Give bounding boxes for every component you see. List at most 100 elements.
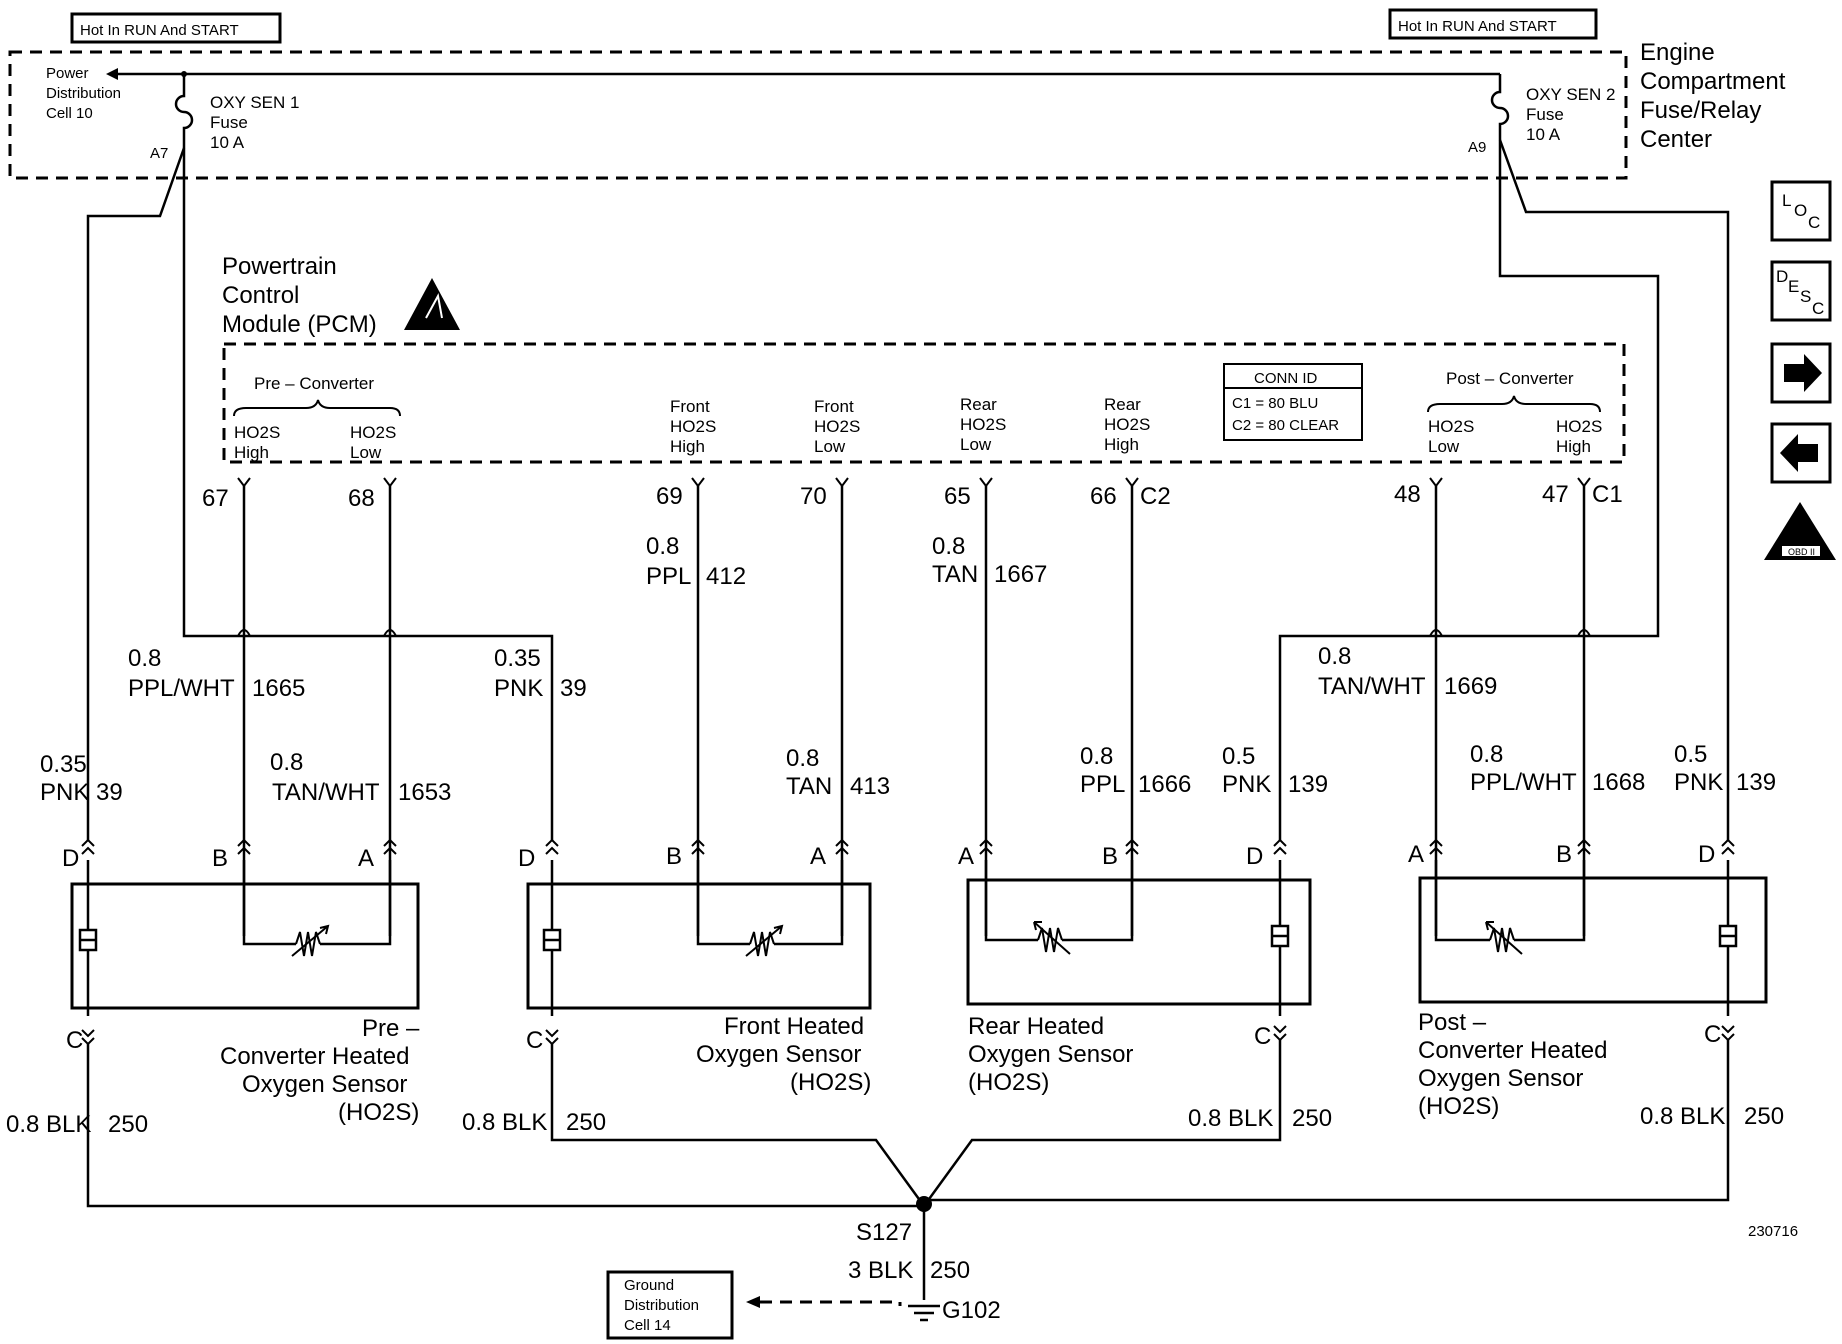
wire-1667-gauge: 0.8: [932, 533, 965, 560]
pre-ho2s-low-1: HO2S: [350, 423, 396, 442]
s2-pin-c: C: [526, 1027, 543, 1054]
hot-run-start-right-box: [1388, 8, 1598, 40]
wire-pnk-39-a: [86, 147, 186, 840]
fuse-center-label-4: Center: [1640, 126, 1712, 153]
rear-low-1: Rear: [960, 395, 997, 414]
front-high-2: HO2S: [670, 417, 716, 436]
wire-1666-color: PPL: [1080, 771, 1125, 798]
gnd1-circuit: 250: [108, 1111, 148, 1138]
main-ground-circuit: 250: [930, 1257, 970, 1284]
ground-dist-1: Ground: [624, 1277, 674, 1294]
pcm-label-1: Powertrain: [222, 253, 337, 280]
s4-name-3: Oxygen Sensor: [1418, 1065, 1583, 1092]
ground-wire-2: [550, 1044, 926, 1207]
wire-1653-circuit: 1653: [398, 779, 451, 806]
post-ho2s-low-2: Low: [1428, 437, 1460, 456]
pin-70: 70: [800, 483, 827, 510]
wire-412-gauge: 0.8: [646, 533, 679, 560]
wire-1668-gauge: 0.8: [1470, 741, 1503, 768]
wire-413-color: TAN: [786, 773, 832, 800]
sensor-front-heated: [526, 838, 872, 1046]
obd-ii-button[interactable]: OBD II: [1764, 502, 1836, 560]
location-button[interactable]: L O C: [1770, 180, 1832, 242]
connector-c2: C2: [1140, 483, 1171, 510]
wire-1669-circuit: 1669: [1444, 673, 1497, 700]
fuse-2-symbol: [1490, 74, 1510, 140]
wire-1669-gauge: 0.8: [1318, 643, 1351, 670]
fuse-2-type: Fuse: [1526, 105, 1564, 124]
rear-low-2: HO2S: [960, 415, 1006, 434]
s1-name-4: (HO2S): [338, 1099, 419, 1126]
wire-1653-color: TAN/WHT: [272, 779, 380, 806]
ground-wire-4: [924, 1040, 1730, 1202]
pre-ho2s-low-2: Low: [350, 443, 382, 462]
fuse-1-name: OXY SEN 1: [210, 93, 299, 112]
ground-dist-link: [760, 1300, 902, 1306]
ground-dist-2: Distribution: [624, 1297, 699, 1314]
fuse-2-rating: 10 A: [1526, 125, 1561, 144]
front-low-2: HO2S: [814, 417, 860, 436]
front-low-1: Front: [814, 397, 854, 416]
s4-pin-b: B: [1556, 841, 1572, 868]
gnd1-label: 0.8 BLK: [6, 1111, 91, 1138]
wire-39a-color: PNK: [40, 779, 89, 806]
front-low-3: Low: [814, 437, 846, 456]
post-ho2s-low-1: HO2S: [1428, 417, 1474, 436]
fuse-center-label-1: Engine: [1640, 39, 1715, 66]
gnd4-label: 0.8 BLK: [1640, 1103, 1725, 1130]
conn-id-c1: C1 = 80 BLU: [1232, 395, 1318, 412]
pin-48: 48: [1394, 481, 1421, 508]
ground-dist-arrow-icon: [746, 1296, 760, 1308]
pcm-outline: [222, 342, 1626, 464]
description-button[interactable]: D E S C: [1770, 260, 1832, 322]
conn-id-c2: C2 = 80 CLEAR: [1232, 417, 1339, 434]
rear-low-3: Low: [960, 435, 992, 454]
pin-66: 66: [1090, 483, 1117, 510]
esd-warning-icon: [404, 278, 460, 330]
s3-pin-a: A: [958, 843, 974, 870]
main-ground-label: 3 BLK: [848, 1257, 913, 1284]
s1-pin-b: B: [212, 845, 228, 872]
wire-1653-gauge: 0.8: [270, 749, 303, 776]
s2-pin-a: A: [810, 843, 826, 870]
gnd2-circuit: 250: [566, 1109, 606, 1136]
wire-pnk-139-a: [1278, 140, 1660, 840]
ground-symbol-icon: [908, 1304, 940, 1322]
fuse-1-terminal: A7: [150, 145, 168, 162]
pcm-label-3: Module (PCM): [222, 311, 377, 338]
fuse-2-terminal: A9: [1468, 139, 1486, 156]
pin-69: 69: [656, 483, 683, 510]
s2-pin-b: B: [666, 843, 682, 870]
wire-1668-color: PPL/WHT: [1470, 769, 1577, 796]
ground-g102: G102: [942, 1297, 1001, 1324]
hot-run-start-left: Hot In RUN And START: [80, 22, 239, 39]
s4-pin-d: D: [1698, 841, 1715, 868]
fuse-center-label-2: Compartment: [1640, 68, 1786, 95]
next-page-button[interactable]: [1770, 342, 1832, 404]
front-high-1: Front: [670, 397, 710, 416]
power-dist-label-2: Distribution: [46, 85, 121, 102]
pre-ho2s-high-2: High: [234, 443, 269, 462]
desc-d: D: [1776, 267, 1788, 286]
previous-page-button[interactable]: [1770, 422, 1832, 484]
hot-run-start-left-box: [70, 12, 282, 44]
wire-39b-circuit: 39: [560, 675, 587, 702]
s3-pin-d: D: [1246, 843, 1263, 870]
wire-1665-circuit: 1665: [252, 675, 305, 702]
gnd4-circuit: 250: [1744, 1103, 1784, 1130]
pin-47: 47: [1542, 481, 1569, 508]
wire-412-circuit: 412: [706, 563, 746, 590]
rear-high-2: HO2S: [1104, 415, 1150, 434]
loc-o: O: [1794, 201, 1807, 220]
wire-1667-color: TAN: [932, 561, 978, 588]
fuse-relay-center-outline: [8, 50, 1628, 180]
s2-name-3: (HO2S): [790, 1069, 871, 1096]
wire-1665-gauge: 0.8: [128, 645, 161, 672]
wire-pnk-39-b: [182, 148, 554, 840]
desc-c: C: [1812, 299, 1824, 318]
ground-dist-3: Cell 14: [624, 1317, 671, 1334]
s4-name-1: Post –: [1418, 1009, 1487, 1036]
post-converter-brace: [1427, 395, 1601, 413]
power-dist-label-3: Cell 10: [46, 105, 93, 122]
